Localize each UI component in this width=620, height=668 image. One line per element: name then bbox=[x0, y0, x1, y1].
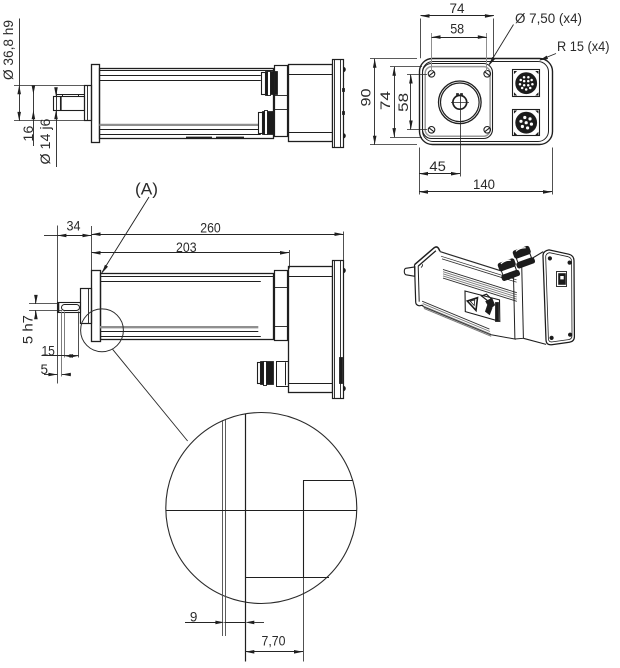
svg-text:260: 260 bbox=[200, 220, 221, 235]
svg-text:7,70: 7,70 bbox=[262, 634, 286, 649]
svg-text:90: 90 bbox=[359, 89, 374, 107]
svg-text:R 15 (x4): R 15 (x4) bbox=[557, 39, 610, 54]
svg-text:Ø 14 j6: Ø 14 j6 bbox=[38, 119, 53, 165]
svg-text:15: 15 bbox=[41, 343, 55, 358]
svg-text:5 h7: 5 h7 bbox=[20, 315, 35, 344]
svg-text:(A): (A) bbox=[135, 180, 158, 199]
svg-text:Ø 36,8 h9: Ø 36,8 h9 bbox=[1, 20, 16, 80]
svg-text:58: 58 bbox=[450, 21, 464, 36]
svg-text:58: 58 bbox=[396, 93, 411, 112]
svg-text:9: 9 bbox=[190, 609, 198, 624]
svg-text:74: 74 bbox=[450, 1, 465, 16]
svg-text:45: 45 bbox=[429, 159, 446, 174]
svg-text:16: 16 bbox=[21, 126, 36, 142]
svg-text:74: 74 bbox=[378, 90, 393, 110]
svg-text:Ø 7,50 (x4): Ø 7,50 (x4) bbox=[515, 11, 582, 26]
svg-text:5: 5 bbox=[41, 362, 49, 377]
svg-text:203: 203 bbox=[176, 240, 197, 255]
svg-text:34: 34 bbox=[67, 219, 81, 234]
svg-text:140: 140 bbox=[473, 177, 495, 192]
